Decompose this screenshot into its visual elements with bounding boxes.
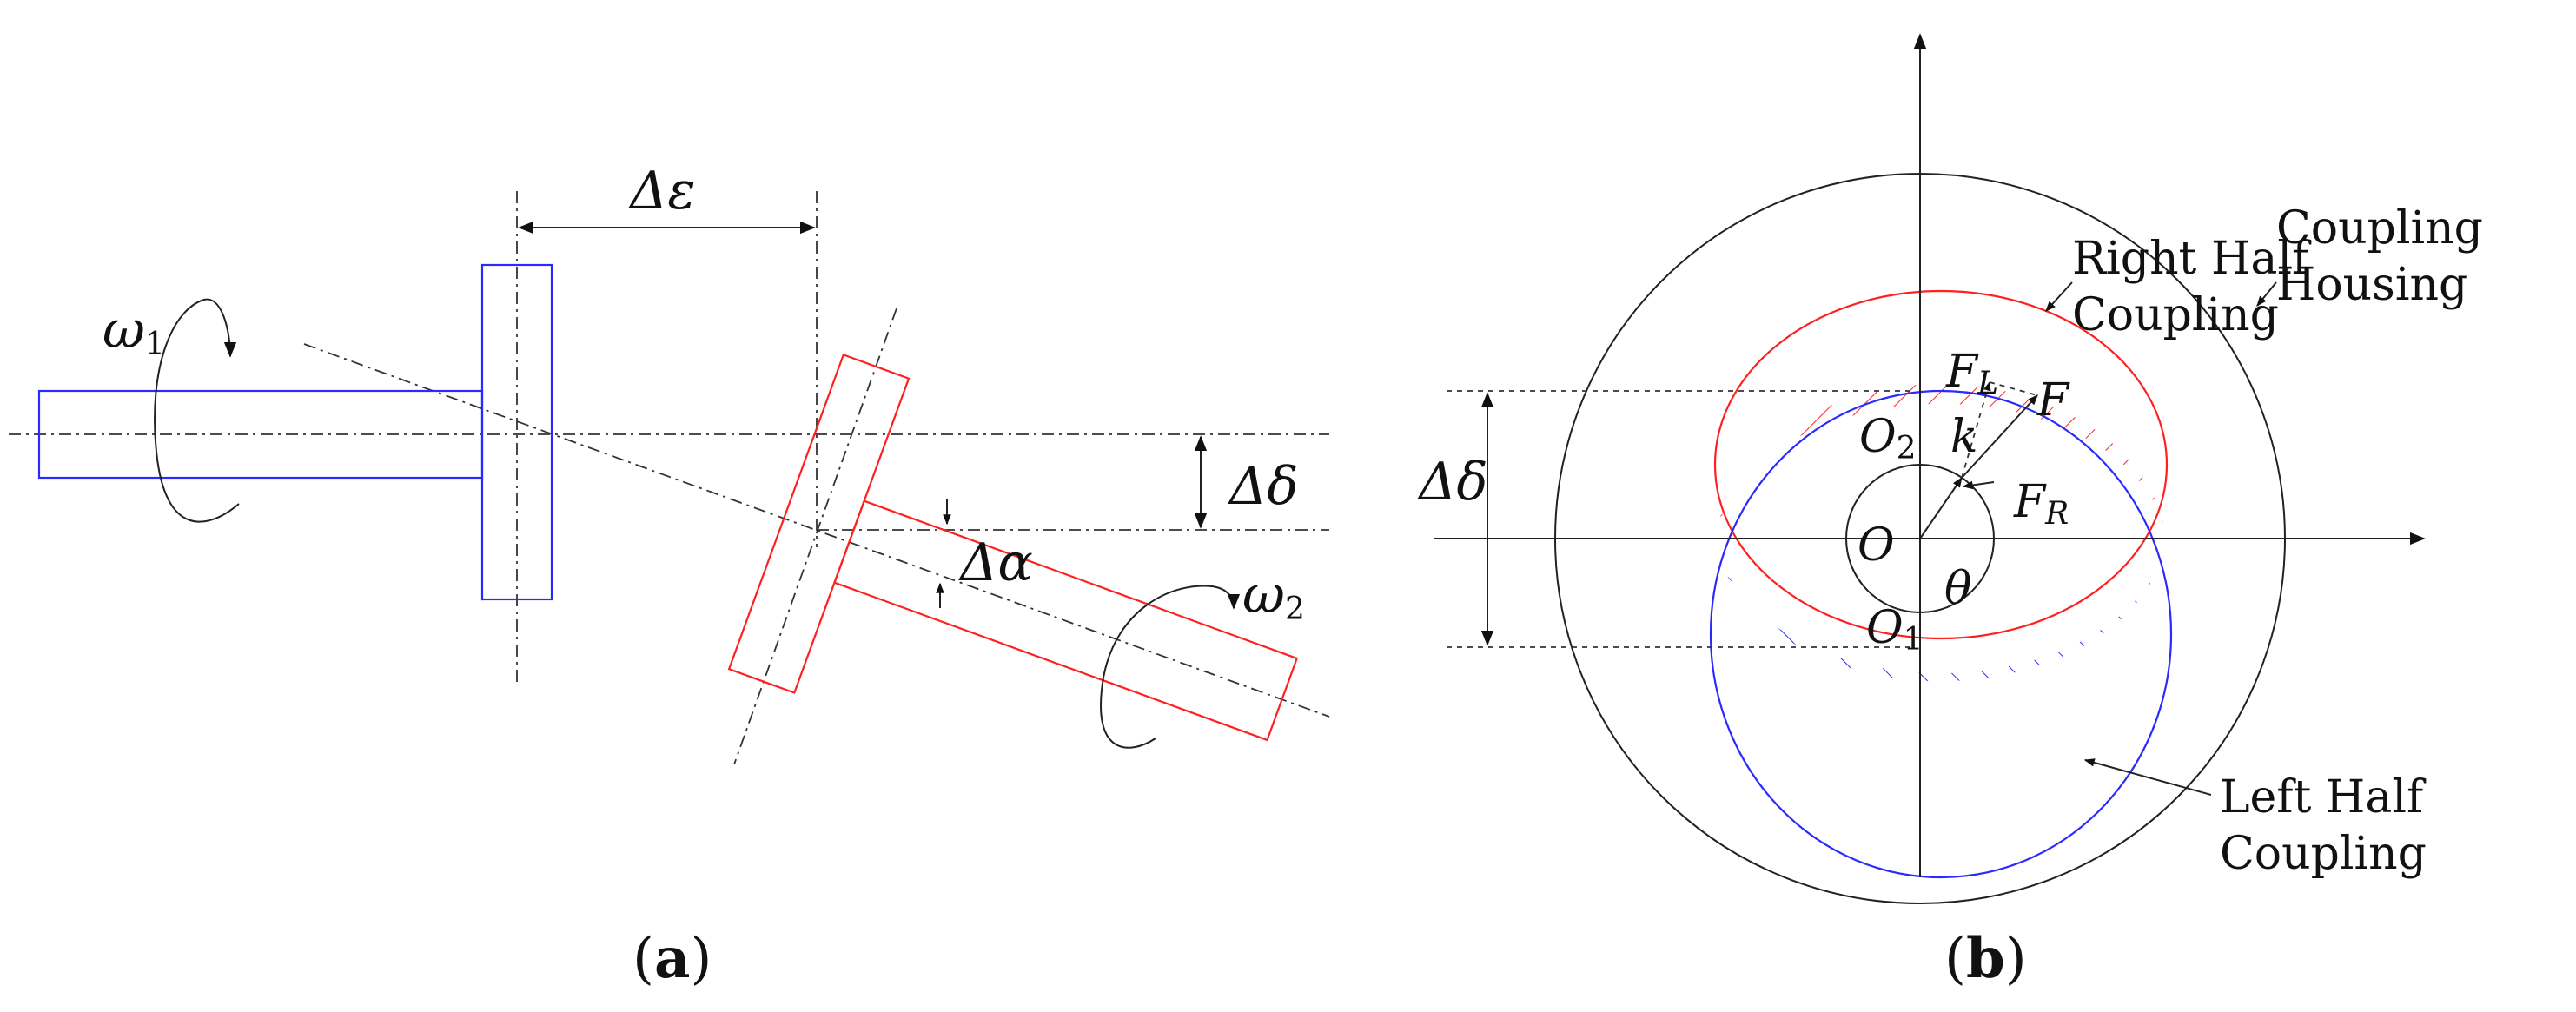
right-half-leader: [2045, 281, 2073, 312]
left-half-leader: [2083, 758, 2212, 796]
omega1-rotation-arrow: [154, 298, 240, 523]
right-flange: [727, 353, 911, 694]
right-half-label-2: Coupling: [2072, 289, 2279, 341]
F-vector: [1961, 394, 2038, 479]
theta-label: θ: [1944, 563, 1971, 615]
right-shaft: [833, 499, 1299, 742]
housing-label-2: Housing: [2276, 259, 2467, 311]
panel-a: Δε Δδ Δα ω1 ω2 (a): [9, 161, 1330, 991]
delta-epsilon-label: Δε: [628, 161, 696, 222]
FR-label: FR: [2013, 476, 2069, 532]
left-half-label-2: Coupling: [2220, 828, 2427, 880]
panel-b-caption: (b): [1944, 926, 2027, 991]
FL-label: FL: [1945, 346, 1998, 401]
tilted-flange-centerline: [733, 308, 897, 765]
O-label: O: [1858, 519, 1895, 572]
housing-leader: [2256, 281, 2277, 307]
panel-b: Δδ F FL FR k O2 O O1 θ Right Half Coupli…: [1417, 33, 2483, 991]
omega2-rotation-arrow: [1100, 585, 1241, 749]
O2-label: O2: [1859, 411, 1917, 466]
left-half-coupling: [1709, 389, 2173, 879]
delta-delta-label: Δδ: [1228, 456, 1298, 517]
delta-delta-b-label: Δδ: [1417, 452, 1487, 513]
right-half-coupling: [1713, 289, 2169, 640]
omega2-label: ω2: [1242, 565, 1305, 627]
tilted-shaft-centerline: [303, 343, 1330, 718]
housing-label: Coupling: [2276, 202, 2483, 255]
O1-label: O1: [1866, 602, 1924, 658]
F-label: F: [2036, 374, 2070, 427]
k-vector: [1919, 477, 1963, 539]
delta-alpha-label: Δα: [958, 532, 1033, 593]
left-flange: [480, 263, 553, 601]
panel-a-caption: (a): [632, 926, 712, 991]
left-half-label: Left Half: [2220, 771, 2427, 823]
omega1-label: ω1: [103, 300, 165, 362]
right-half-hatch: [1716, 384, 2166, 539]
FR-vector: [1962, 480, 1995, 490]
FL-to-F-line: [1989, 381, 2038, 396]
k-label: k: [1950, 411, 1978, 463]
right-half-label: Right Half: [2072, 233, 2312, 285]
